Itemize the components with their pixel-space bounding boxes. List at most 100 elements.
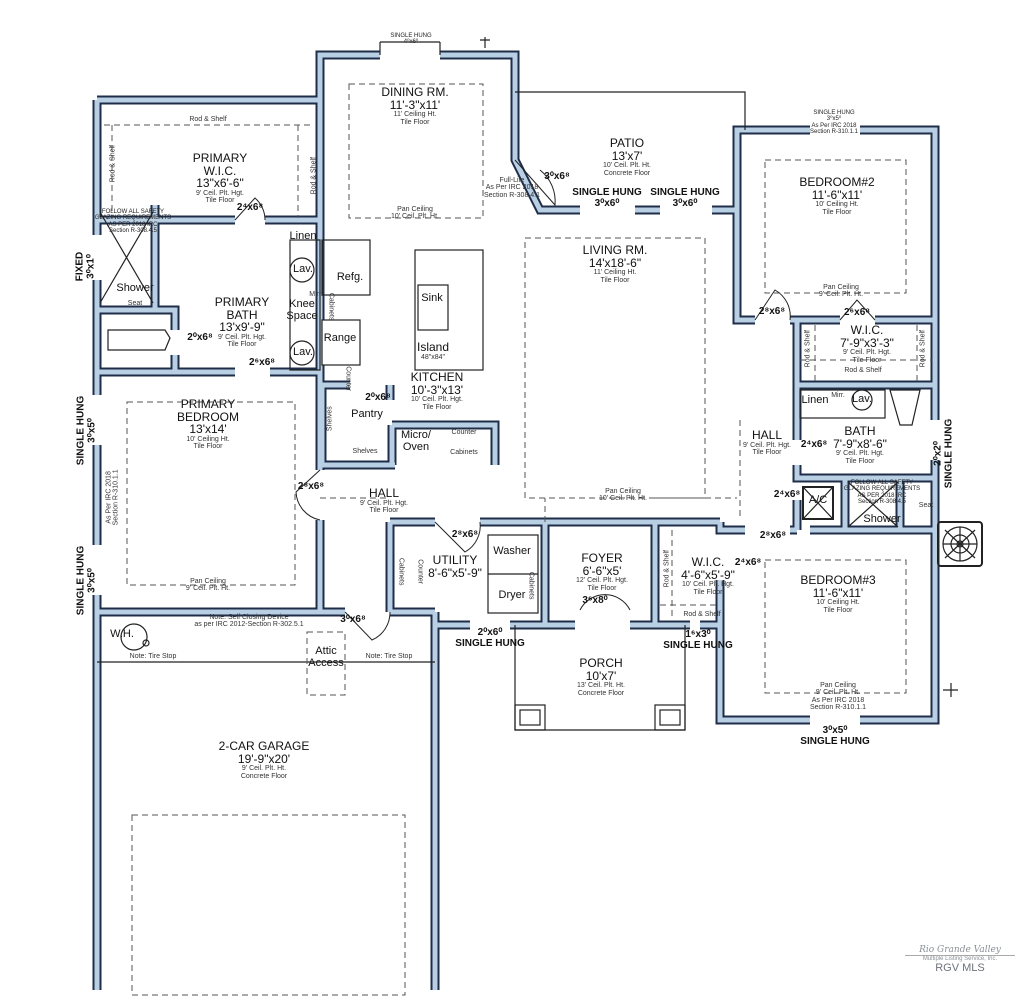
label-foyer-door: 3⁶x8⁰ bbox=[582, 595, 607, 607]
label-line: 1⁶x3⁰ bbox=[685, 629, 711, 640]
label-line: Range bbox=[323, 332, 357, 344]
room-title-line: BEDROOM#2 bbox=[799, 175, 875, 189]
label-lav2: Lav. bbox=[293, 346, 313, 359]
label-line: SINGLE HUNG bbox=[572, 187, 642, 198]
label-line: 9' Ceil. Plt. Ht. bbox=[815, 689, 861, 697]
label-line: AS PER 2018 IRC bbox=[108, 221, 158, 228]
label-line: Cabinets bbox=[450, 449, 478, 456]
label-line: SINGLE HUNG bbox=[75, 395, 87, 466]
label-line: 10' Ceil. Plt. Hgt. bbox=[682, 581, 734, 589]
logo-line-1: Rio Grande Valley bbox=[919, 945, 1001, 955]
label-line: Rod & Shelf bbox=[310, 156, 318, 195]
label-pwic-rod-right: Rod & Shelf bbox=[310, 157, 317, 194]
label-line: Pantry bbox=[351, 408, 383, 420]
label-line: Section R-308.4.5 bbox=[108, 227, 158, 234]
label-line: Section R-308.4.5 bbox=[857, 498, 907, 505]
label-line: As Per IRC 2018 bbox=[811, 122, 857, 129]
label-line: 13' Ceil. Plt. Ht. bbox=[576, 682, 626, 690]
vanity bbox=[289, 239, 321, 371]
label-dining: DINING RM.11'-3"x11'11' Ceiling Ht.Tile … bbox=[381, 86, 448, 126]
label-refg: Refg. bbox=[337, 271, 363, 284]
label-line: As Per IRC 2018 bbox=[105, 471, 113, 524]
label-line: 48"x84" bbox=[420, 353, 446, 361]
label-mirr-right: Mirr. bbox=[831, 392, 845, 399]
label-line: Section R-310.1.1 bbox=[113, 469, 120, 526]
label-line: As Per IRC 2018 bbox=[811, 696, 865, 704]
room-title-line: BATH bbox=[226, 307, 258, 322]
label-line: 9' Ceil. Plt. Hgt. bbox=[742, 441, 792, 449]
label-line: 11' Ceiling Ht. bbox=[393, 111, 437, 119]
label-line: FIXED bbox=[74, 251, 86, 282]
room-title-line: 6'-6"x5' bbox=[582, 563, 622, 578]
label-dryer: Dryer bbox=[499, 589, 526, 602]
label-line: Shower bbox=[863, 513, 901, 525]
room-title-line: W.I.C. bbox=[203, 163, 237, 178]
label-line: 3⁰x5⁰ bbox=[86, 568, 97, 593]
label-pwic-door: 2⁴x6⁸ bbox=[236, 202, 264, 214]
label-line: SINGLE HUNG bbox=[650, 187, 720, 198]
living-pan-ceiling bbox=[524, 237, 706, 499]
rgv-mls-logo: Rio Grande Valley Multiple Listing Servi… bbox=[905, 945, 1015, 974]
top-window bbox=[379, 41, 441, 55]
porch-outline bbox=[514, 625, 686, 731]
label-line: Rod & Shelf bbox=[919, 329, 927, 368]
label-shelves-v: Shelves bbox=[326, 406, 333, 431]
label-line: SINGLE HUNG bbox=[390, 33, 432, 39]
label-line: SINGLE HUNG bbox=[800, 735, 870, 747]
room-title-line: 11'-3"x11' bbox=[389, 97, 441, 112]
room-title-line: 19'-9"x20' bbox=[237, 751, 291, 766]
label-line: 2⁴x6⁸ bbox=[773, 489, 801, 500]
label-line: Cabinets bbox=[527, 571, 535, 600]
label-br3-door: 2⁸x6⁸ bbox=[760, 530, 786, 542]
room-title-line: PRIMARY bbox=[180, 397, 236, 411]
room-title-line: 13'x14' bbox=[189, 422, 227, 437]
label-line: 3⁰x5⁰ bbox=[822, 725, 848, 736]
room-title-line: DINING RM. bbox=[381, 85, 449, 99]
room-title-line: 10'x7' bbox=[585, 668, 617, 683]
range bbox=[321, 319, 361, 366]
label-line: as per IRC 2012-Section R-302.5.1 bbox=[194, 621, 304, 629]
room-title-line: 11'-6"x11' bbox=[811, 187, 863, 202]
label-shower-right: Shower bbox=[863, 513, 901, 526]
label-line: Tile Floor bbox=[600, 276, 630, 284]
label-line: Tile Floor bbox=[845, 457, 875, 465]
label-br2-wic: W.I.C.7'-9"x3'-3"9' Ceil. Plt. Hgt.Tile … bbox=[840, 324, 894, 364]
label-line: 2⁶x6⁸ bbox=[248, 357, 276, 368]
label-util-door: 2⁸x6⁸ bbox=[452, 529, 478, 541]
label-pb-door2: 2⁶x6⁸ bbox=[248, 357, 276, 369]
room-title-line: 13"x6'-6" bbox=[196, 176, 244, 191]
label-ac-door: 2⁴x6⁸ bbox=[773, 489, 801, 501]
room-title-line: PRIMARY bbox=[214, 295, 270, 309]
label-line: 2⁰x6⁸ bbox=[187, 332, 213, 343]
label-line: Pan Ceiling bbox=[397, 206, 433, 213]
room-title-line: 7'-9"x8'-6" bbox=[833, 436, 887, 451]
label-line: Mirr. bbox=[309, 291, 323, 298]
label-line: Shelves bbox=[352, 448, 378, 455]
label-pantry-door: 2⁰x6⁸ bbox=[365, 392, 390, 404]
tub bbox=[107, 329, 171, 351]
label-line: 2⁴x6⁸ bbox=[236, 202, 264, 213]
label-line: AS PER 2018 IRC bbox=[857, 492, 907, 499]
label-line: 2⁴x6⁸ bbox=[800, 439, 828, 450]
room-title-line: PRIMARY bbox=[192, 151, 248, 165]
label-line: SINGLE HUNG bbox=[943, 418, 954, 489]
room-title-line: 14'x18'-6" bbox=[588, 255, 642, 270]
label-micro: Micro/Oven bbox=[401, 429, 431, 453]
label-k-cabinets2: Cabinets bbox=[450, 449, 478, 456]
label-line: 10' Ceil. Plt. Ht. bbox=[598, 495, 648, 503]
